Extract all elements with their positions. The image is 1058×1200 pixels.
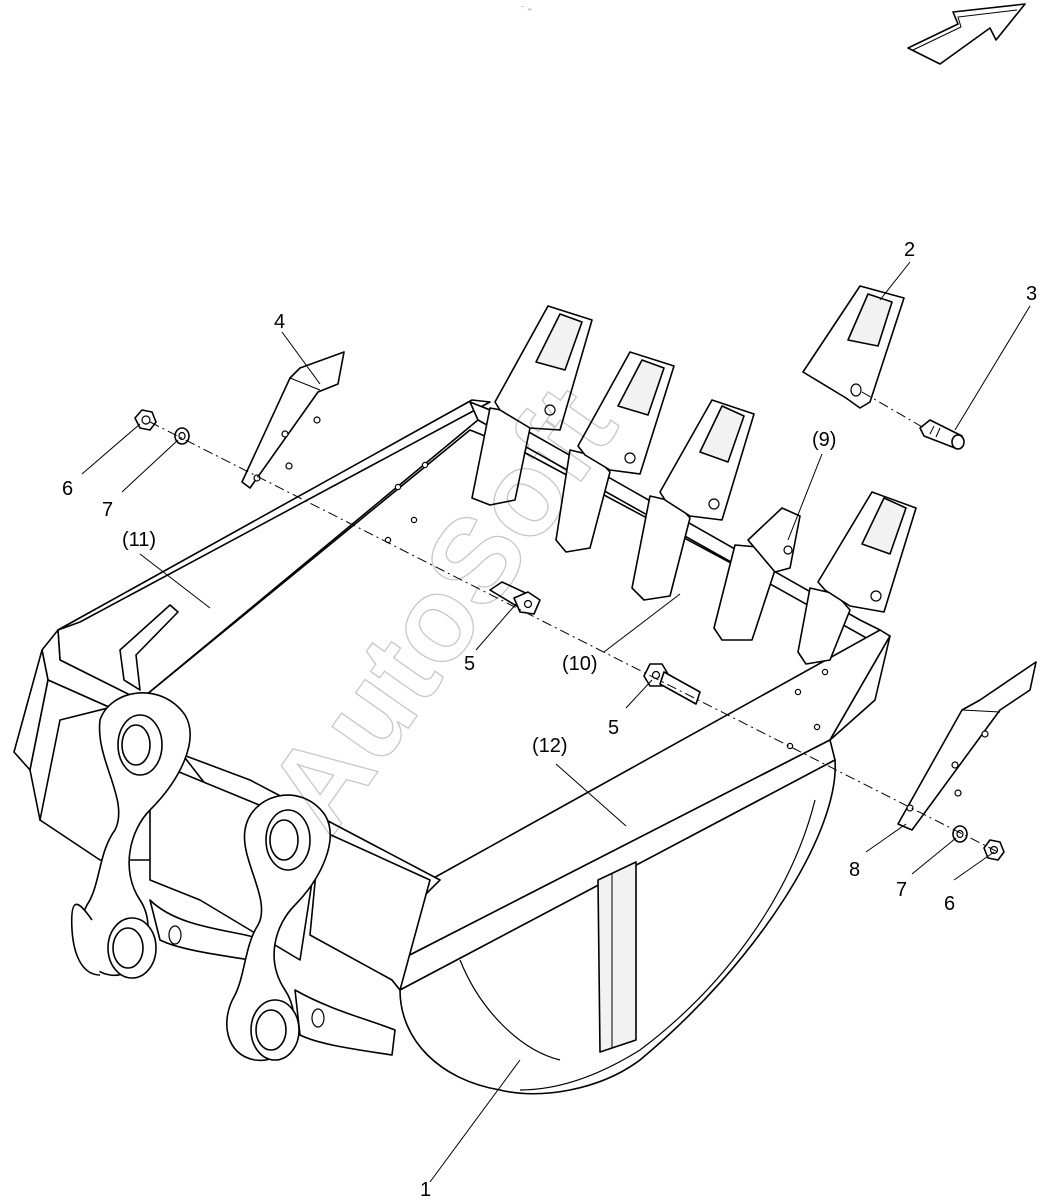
left-link-bracket <box>70 692 263 979</box>
callout-1: 1 <box>420 1179 431 1200</box>
header-mark: ⁻ ₌ <box>520 3 532 13</box>
callout-leaders <box>81 261 1031 1183</box>
bolt-center <box>489 581 541 615</box>
washer-right <box>952 825 968 843</box>
callout-7-right: 7 <box>896 879 907 901</box>
loose-tooth <box>802 285 905 409</box>
callout-11: (11) <box>122 529 156 551</box>
tooth-adapter <box>713 507 801 641</box>
callout-2: 2 <box>904 239 915 261</box>
callout-5-center: 5 <box>464 653 475 675</box>
bolt-nut-left <box>134 409 157 431</box>
tooth-2 <box>555 351 675 553</box>
tooth-1 <box>471 305 593 506</box>
callout-7-left: 7 <box>102 499 113 521</box>
side-cutter-right <box>897 661 1037 831</box>
tooth-4 <box>797 491 917 665</box>
callout-3: 3 <box>1026 283 1037 305</box>
bottom-wear-rib <box>597 861 637 1053</box>
tooth-pin <box>919 419 965 450</box>
callout-6-right: 6 <box>944 893 955 915</box>
tooth-3 <box>631 399 755 601</box>
orientation-arrow-icon <box>907 3 1026 65</box>
side-cutter-left <box>241 351 345 489</box>
callout-9: (9) <box>812 429 836 451</box>
callout-5-right: 5 <box>608 717 619 739</box>
callout-12: (12) <box>532 735 568 757</box>
right-link-bracket <box>226 794 396 1061</box>
tooth-set <box>471 305 917 665</box>
callout-10: (10) <box>562 653 598 675</box>
callout-6-left: 6 <box>62 478 73 500</box>
callout-4: 4 <box>274 311 285 333</box>
washer-left <box>174 427 190 445</box>
callout-8: 8 <box>849 859 860 881</box>
